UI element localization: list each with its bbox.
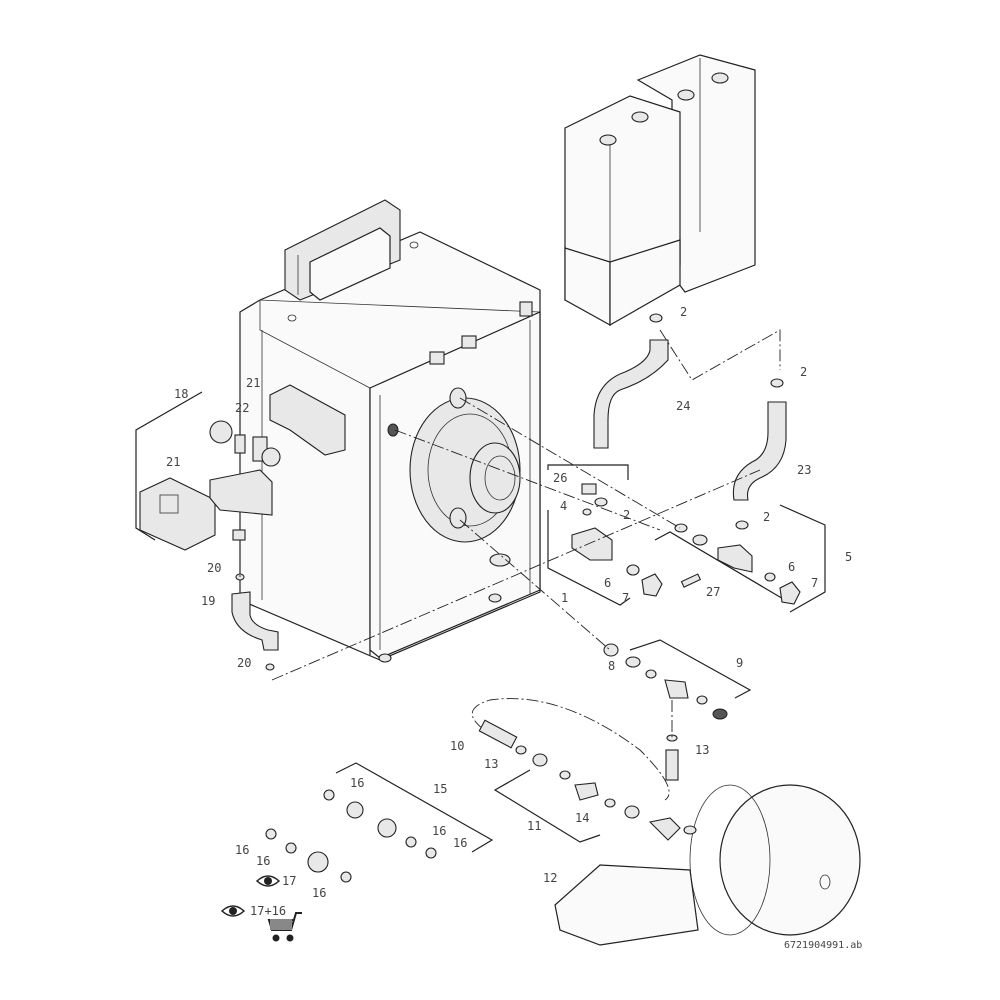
callout-16: 16 xyxy=(235,843,249,857)
fitting-group-15 xyxy=(265,762,494,883)
callout-9: 9 xyxy=(736,656,743,670)
callout-10: 10 xyxy=(450,739,464,753)
callout-20: 20 xyxy=(207,561,221,575)
callout-8: 8 xyxy=(608,659,615,673)
callout-15: 15 xyxy=(433,782,447,796)
callout-2: 2 xyxy=(680,305,687,319)
callout-labels: 2 2 24 23 26 4 2 2 5 6 7 1 6 7 27 8 9 10… xyxy=(166,305,852,900)
callout-5: 5 xyxy=(845,550,852,564)
callout-18: 18 xyxy=(174,387,188,401)
callout-16: 16 xyxy=(432,824,446,838)
callout-13: 13 xyxy=(484,757,498,771)
callout-16: 16 xyxy=(453,836,467,850)
legend-label-17-16: 17+16 xyxy=(250,904,286,918)
callout-2: 2 xyxy=(763,510,770,524)
callout-20: 20 xyxy=(237,656,251,670)
callout-6: 6 xyxy=(604,576,611,590)
callout-1: 1 xyxy=(561,591,568,605)
callout-21: 21 xyxy=(166,455,180,469)
document-id: 6721904991.ab xyxy=(784,940,862,951)
callout-22: 22 xyxy=(235,401,249,415)
callout-23: 23 xyxy=(797,463,811,477)
callout-11: 11 xyxy=(527,819,541,833)
callout-26: 26 xyxy=(553,471,567,485)
callout-21: 21 xyxy=(246,376,260,390)
legend-label-17: 17 xyxy=(282,874,296,888)
callout-6: 6 xyxy=(788,560,795,574)
callout-2: 2 xyxy=(623,508,630,522)
valve-group-9 xyxy=(603,639,752,781)
valve-group-5 xyxy=(654,504,826,613)
callout-7: 7 xyxy=(811,576,818,590)
wall-mounted-units xyxy=(564,54,756,327)
callout-4: 4 xyxy=(560,499,567,513)
hose-group-11 xyxy=(471,698,681,843)
callout-24: 24 xyxy=(676,399,690,413)
safety-group-assembly xyxy=(135,384,346,671)
valve-group-1 xyxy=(547,464,663,606)
shopping-cart-icon xyxy=(267,912,302,942)
callout-7: 7 xyxy=(622,591,629,605)
eye-icon xyxy=(255,875,281,887)
expansion-vessel xyxy=(554,784,861,946)
eye-icon xyxy=(220,905,246,917)
callout-27: 27 xyxy=(706,585,720,599)
callout-13: 13 xyxy=(695,743,709,757)
callout-16: 16 xyxy=(312,886,326,900)
connection-lines xyxy=(239,329,781,740)
callout-14: 14 xyxy=(575,811,589,825)
control-unit xyxy=(284,199,401,301)
callout-16: 16 xyxy=(350,776,364,790)
callout-2: 2 xyxy=(800,365,807,379)
callout-16: 16 xyxy=(256,854,270,868)
callout-19: 19 xyxy=(201,594,215,608)
callout-12: 12 xyxy=(543,871,557,885)
boiler-body xyxy=(239,231,541,663)
